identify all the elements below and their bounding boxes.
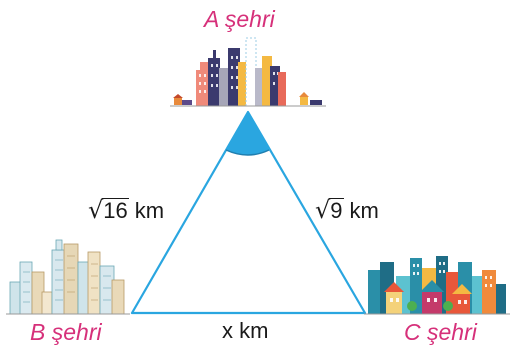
side-ab-unit: km	[134, 198, 165, 223]
city-a-label: A şehri	[204, 6, 275, 32]
sqrt-symbol: √	[315, 196, 331, 224]
city-b-label: B şehri	[30, 319, 102, 345]
city-c-illustration	[364, 256, 510, 315]
sqrt-symbol: √	[88, 196, 104, 224]
side-ac-unit: km	[349, 198, 379, 223]
city-a-illustration	[170, 37, 326, 107]
side-ac-radicand: 9	[329, 198, 344, 223]
city-c-label: C şehri	[404, 319, 477, 345]
side-ab-radicand: 16	[102, 198, 129, 223]
angle-a-marker	[226, 112, 269, 155]
triangle-abc	[130, 110, 367, 315]
side-bc-label: x km	[222, 318, 269, 343]
city-b-illustration	[6, 239, 130, 315]
